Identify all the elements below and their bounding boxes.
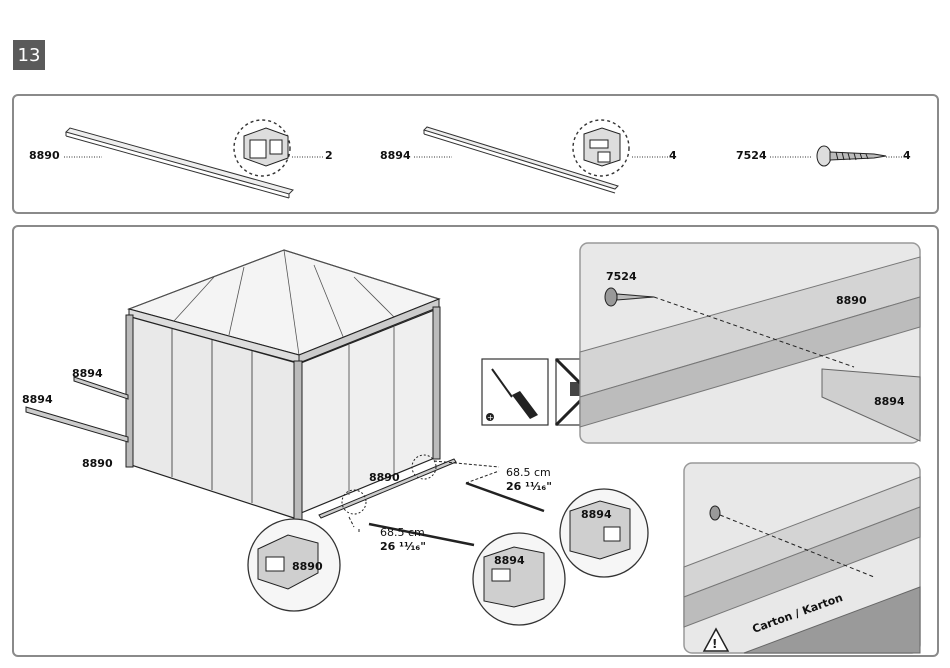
parts-illustration: 8890 2 8894 4 7524 4 xyxy=(14,96,941,216)
dimension-1-metric: 68.5 cm xyxy=(506,466,551,479)
zoom-circle-8894-a xyxy=(473,533,565,625)
label-zoom-8890: 8890 xyxy=(292,560,323,573)
dimension-2-imperial: 26 ¹¹⁄₁₆" xyxy=(380,540,426,553)
svg-text:+: + xyxy=(487,413,494,422)
part-8894-profile-zoom xyxy=(573,120,629,176)
label-detail-8890: 8890 xyxy=(836,294,867,307)
part-8890-profile-zoom xyxy=(234,120,290,176)
zoom-circle-8894-b xyxy=(560,489,648,577)
label-detail-screw-7524: 7524 xyxy=(606,270,637,283)
dimension-2-metric: 68.5 cm xyxy=(380,526,425,539)
rail-8894-left-lower xyxy=(26,407,128,442)
part-7524-qty: 4 xyxy=(903,149,911,162)
parts-panel: 8890 2 8894 4 7524 4 xyxy=(12,94,939,214)
label-rail-8890-left: 8890 xyxy=(82,457,113,470)
assembly-panel: 8894 8894 8890 8890 68.5 cm 26 ¹¹⁄₁₆" 68… xyxy=(12,225,939,657)
label-detail-8894: 8894 xyxy=(874,395,905,408)
label-rail-8894-upper: 8894 xyxy=(72,367,103,380)
label-zoom-8894-b: 8894 xyxy=(581,508,612,521)
detail-carton-warning: ! xyxy=(684,463,920,653)
label-zoom-8894-a: 8894 xyxy=(494,554,525,567)
assembly-illustration: 8894 8894 8890 8890 68.5 cm 26 ¹¹⁄₁₆" 68… xyxy=(14,227,941,659)
part-7524-code: 7524 xyxy=(736,149,767,162)
dimension-1-imperial: 26 ¹¹⁄₁₆" xyxy=(506,480,552,493)
screwdriver-icon: + xyxy=(482,359,548,425)
part-8890-qty: 2 xyxy=(325,149,333,162)
warning-icon: ! xyxy=(712,637,717,651)
rail-8894-left-upper xyxy=(74,377,128,399)
label-rail-8890-center: 8890 xyxy=(369,471,400,484)
part-8894-qty: 4 xyxy=(669,149,677,162)
part-8890-code: 8890 xyxy=(29,149,60,162)
label-rail-8894-lower: 8894 xyxy=(22,393,53,406)
screw-7524-icon xyxy=(817,146,886,166)
step-number-badge: 13 xyxy=(13,40,45,70)
part-8894-code: 8894 xyxy=(380,149,411,162)
